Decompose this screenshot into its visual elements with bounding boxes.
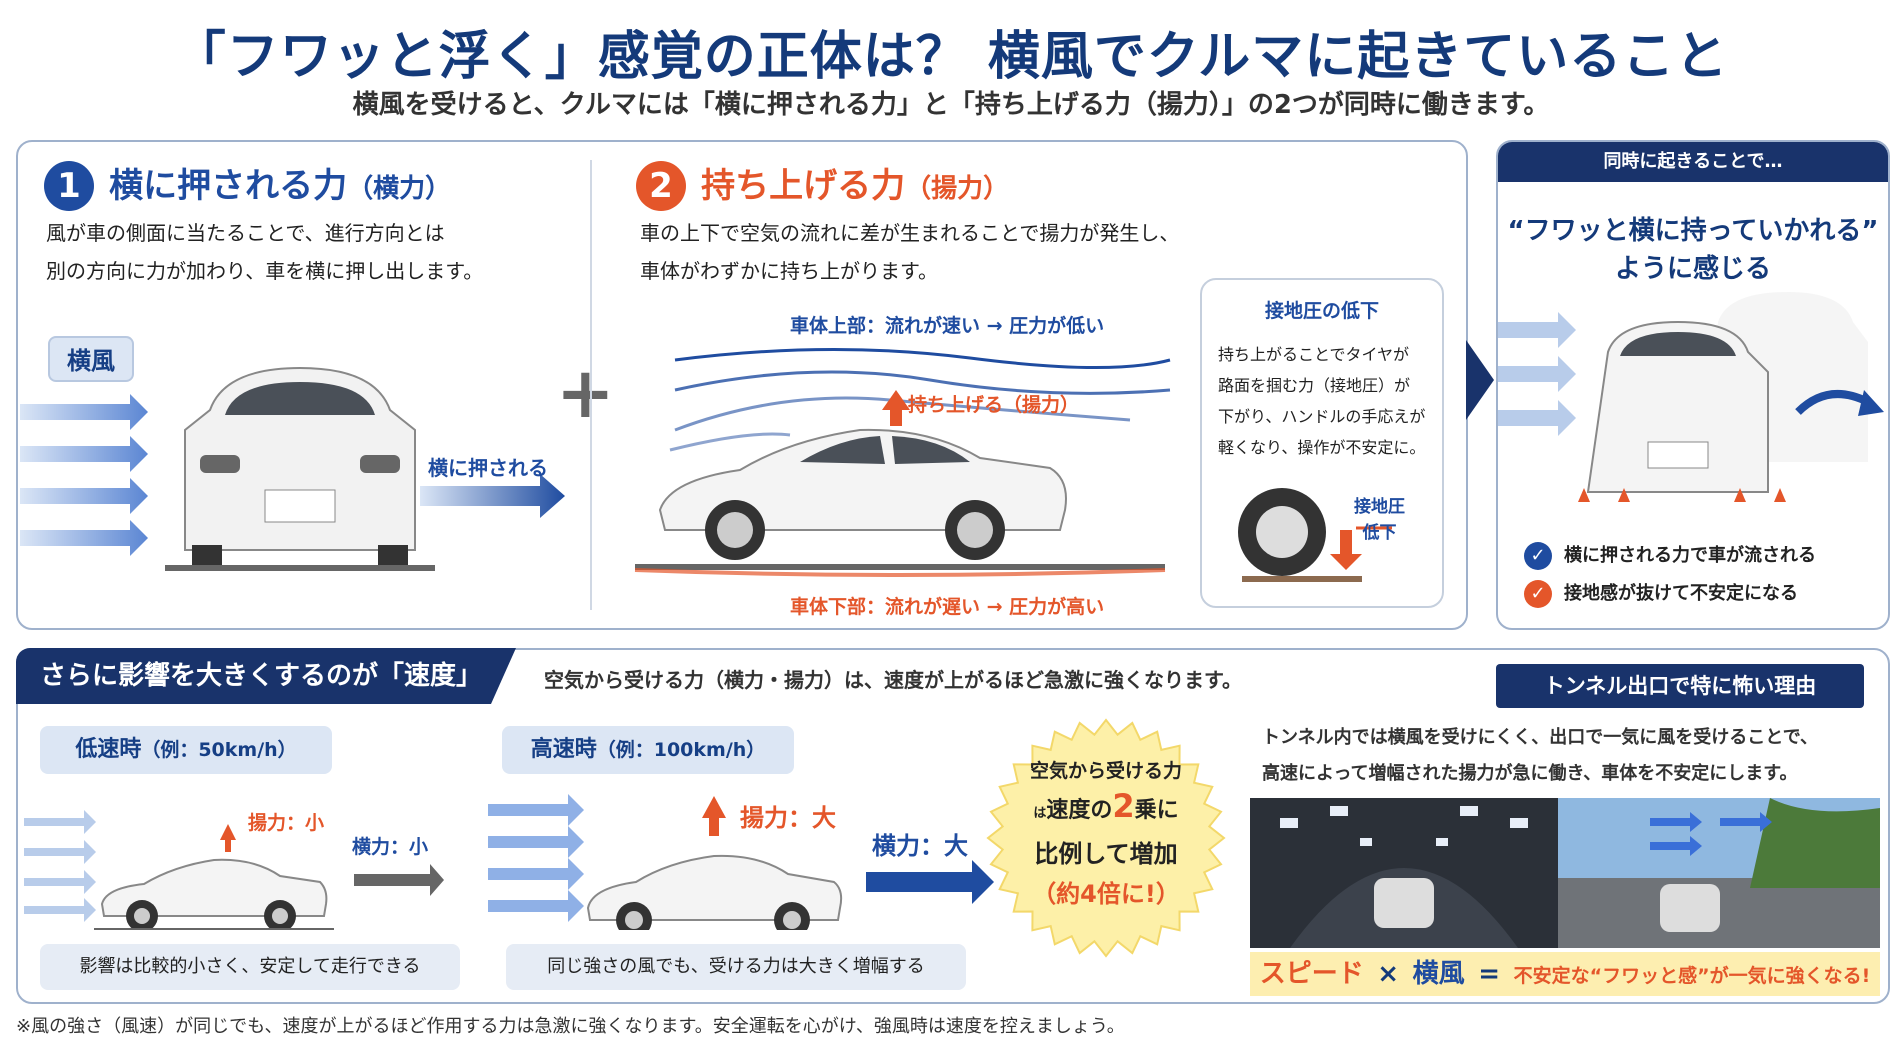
high-speed-tag-sub: （例：100km/h） (596, 739, 766, 761)
lift-arrow (882, 390, 910, 426)
burst-line2b: 乗に (1134, 798, 1179, 823)
contact-label: 接地圧 低下 (1354, 494, 1405, 546)
low-caption: 影響は比較的小さく、安定して走行できる (40, 944, 460, 990)
force2-desc-line2: 車体がわずかに持ち上がります。 (640, 259, 938, 283)
force2-heading: 2 持ち上げる力（揚力） (636, 158, 1009, 211)
check-icon: ✓ (1524, 542, 1552, 570)
burst-small: は (1033, 806, 1047, 821)
eq-result: 不安定な“フワッと感”が一気に強くなる! (1513, 965, 1871, 987)
force2-desc: 車の上下で空気の流れに差が生まれることで揚力が発生し、 車体がわずかに持ち上がり… (640, 214, 1179, 290)
wind-arrows (20, 394, 148, 556)
burst-line4: （約4倍に!） (1032, 880, 1180, 908)
wind-tag: 横風 (48, 336, 134, 382)
low-speed-illustration (24, 810, 444, 930)
pressure-down-arrow (1330, 530, 1362, 570)
simul-header: 同時に起きることで… (1498, 142, 1888, 182)
force1-title-sub: （横力） (347, 174, 452, 204)
force2-title-sub: （揚力） (905, 174, 1010, 204)
contact-line: 路面を掴む力（接地圧）が (1218, 376, 1411, 395)
burst-number: 2 (1112, 787, 1135, 825)
plus-sign: + (556, 352, 615, 434)
page-title: 「フワッと浮く」感覚の正体は？ 横風でクルマに起きていること (173, 27, 1729, 87)
force2-number: 2 (636, 161, 686, 211)
eq-speed: スピード (1259, 959, 1364, 989)
burst-badge (986, 718, 1226, 958)
force1-illustration (20, 366, 565, 571)
force1-desc-line1: 風が車の側面に当たることで、進行方向とは (46, 221, 445, 245)
eq-times: × (1377, 959, 1400, 989)
lower-flow-line (634, 568, 1166, 577)
eq-equals: = (1478, 959, 1501, 989)
simul-quote-line2: ように感じる (1614, 254, 1771, 284)
high-speed-tag: 高速時（例：100km/h） (502, 726, 794, 774)
force2-desc-line1: 車の上下で空気の流れに差が生まれることで揚力が発生し、 (640, 221, 1180, 245)
lower-flow-label: 車体下部：流れが遅い → 圧力が高い (790, 596, 1105, 618)
push-arrow (420, 474, 565, 518)
force1-number: 1 (44, 161, 94, 211)
simul-check-item: ✓ 接地感が抜けて不安定になる (1524, 575, 1816, 613)
speed-header-text: さらに影響を大きくするのが「速度」 (40, 661, 483, 691)
low-lift-label: 揚力：小 (248, 812, 325, 834)
force1-heading: 1 横に押される力（横力） (44, 158, 451, 211)
simul-check-text: 横に押される力で車が流される (1564, 545, 1816, 566)
simul-check-item: ✓ 横に押される力で車が流される (1524, 537, 1816, 575)
contact-line: 軽くなり、操作が不安定に。 (1218, 438, 1426, 457)
tunnel-photo (1250, 798, 1880, 948)
burst-line3: 比例して増加 (1034, 840, 1178, 868)
contact-text: 持ち上がることでタイヤが 路面を掴む力（接地圧）が 下がり、ハンドルの手応えが … (1218, 339, 1442, 463)
tunnel-desc: トンネル内では横風を受けにくく、出口で一気に風を受けることで、 高速によって増幅… (1262, 720, 1818, 792)
contact-line: 持ち上がることでタイヤが (1218, 345, 1410, 364)
low-speed-tag-main: 低速時 (75, 737, 142, 762)
simul-check-text: 接地感が抜けて不安定になる (1564, 583, 1798, 604)
low-speed-tag-sub: （例：50km/h） (141, 739, 297, 761)
contact-line: 下がり、ハンドルの手応えが (1218, 407, 1426, 426)
contact-box: 接地圧の低下 持ち上がることでタイヤが 路面を掴む力（接地圧）が 下がり、ハンド… (1200, 278, 1444, 608)
low-side-label: 横力：小 (352, 836, 429, 858)
speed-header: さらに影響を大きくするのが「速度」 (16, 648, 516, 704)
simul-quote-line1: “フワッと横に持っていかれる” (1507, 216, 1879, 246)
contact-label-line2: 低下 (1362, 523, 1397, 543)
low-speed-tag: 低速時（例：50km/h） (40, 726, 332, 774)
high-side-label: 横力：大 (872, 832, 968, 860)
lift-label: 持ち上げる（揚力） (908, 394, 1080, 416)
force1-title: 横に押される力 (109, 166, 348, 206)
page-subtitle: 横風を受けると、クルマには「横に押される力」と「持ち上げる力（揚力）」の2つが同… (352, 90, 1550, 120)
high-speed-tag-main: 高速時 (530, 737, 597, 762)
tunnel-equation: スピード × 横風 = 不安定な“フワッと感”が一気に強くなる! (1250, 952, 1880, 996)
connector-chevron (1466, 340, 1494, 420)
simul-checklist: ✓ 横に押される力で車が流される ✓ 接地感が抜けて不安定になる (1524, 537, 1816, 613)
burst-line2: は速度の2乗に (986, 786, 1226, 834)
simul-quote: “フワッと横に持っていかれる” ように感じる (1498, 212, 1888, 288)
contact-label-line1: 接地圧 (1354, 497, 1405, 517)
eq-wind: 横風 (1412, 959, 1465, 989)
burst-line2a: 速度の (1046, 798, 1113, 823)
push-label: 横に押される (428, 456, 548, 480)
tire-illustration (1238, 488, 1392, 582)
car-side-view (658, 428, 1067, 560)
burst-line1: 空気から受ける力 (1029, 760, 1182, 782)
burst-text: 空気から受ける力 は速度の2乗に 比例して増加 （約4倍に!） (986, 756, 1226, 914)
high-caption: 同じ強さの風でも、受ける力は大きく増幅する (506, 944, 966, 990)
upper-flow-label: 車体上部：流れが速い → 圧力が低い (790, 315, 1105, 337)
simul-panel: 同時に起きることで… “フワッと横に持っていかれる” ように感じる ✓ 横に押され… (1496, 140, 1890, 630)
contact-title: 接地圧の低下 (1264, 300, 1379, 322)
tunnel-header: トンネル出口で特に怖い理由 (1496, 664, 1864, 708)
force1-desc: 風が車の側面に当たることで、進行方向とは 別の方向に力が加わり、車を横に押し出し… (46, 214, 483, 290)
check-icon: ✓ (1524, 580, 1552, 608)
panel-divider (590, 160, 592, 610)
tunnel-desc-line2: 高速によって増幅された揚力が急に働き、車体を不安定にします。 (1262, 763, 1798, 784)
footnote: ※風の強さ（風速）が同じでも、速度が上がるほど作用する力は急激に強くなります。安… (16, 1016, 1125, 1037)
car-front-view (184, 366, 416, 567)
force2-title: 持ち上げる力 (701, 166, 906, 206)
tunnel-desc-line1: トンネル内では横風を受けにくく、出口で一気に風を受けることで、 (1262, 727, 1819, 748)
high-speed-illustration (488, 794, 994, 930)
force1-desc-line2: 別の方向に力が加わり、車を横に押し出します。 (46, 259, 484, 283)
speed-desc: 空気から受ける力（横力・揚力）は、速度が上がるほど急激に強くなります。 (544, 668, 1242, 692)
high-lift-label: 揚力：大 (740, 804, 836, 832)
airflow-illustration (634, 348, 1171, 577)
simul-car-illustration (1498, 292, 1884, 502)
